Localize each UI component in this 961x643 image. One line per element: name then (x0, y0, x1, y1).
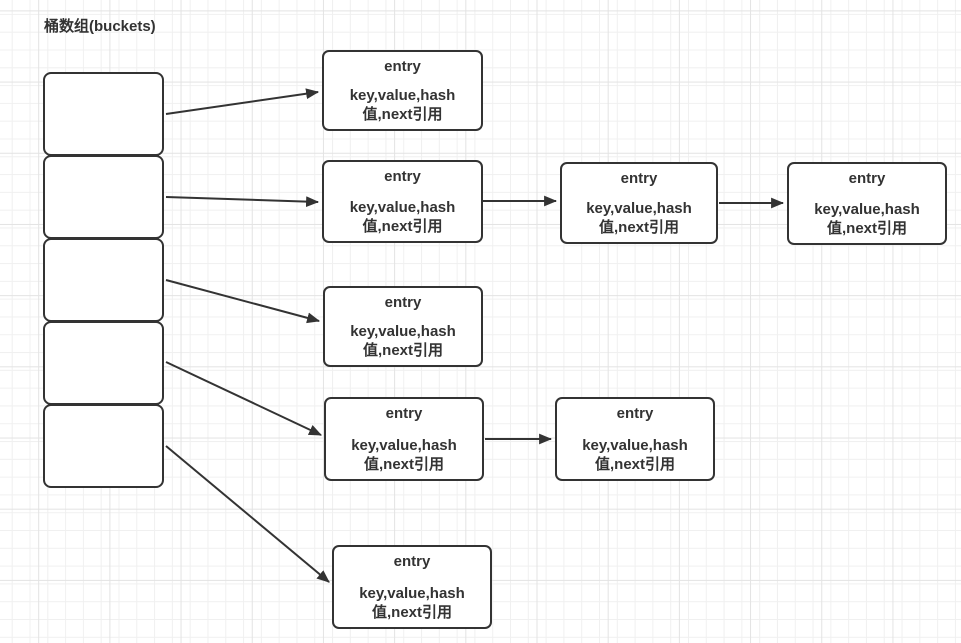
entry-body-line-1: key,value,hash (582, 437, 688, 454)
entry-body-line-1: key,value,hash (351, 437, 457, 454)
diagram-title: 桶数组(buckets) (44, 18, 156, 35)
entry-node-4-2: entry key,value,hash 值,next引用 (555, 397, 715, 481)
entry-body-line-2: 值,next引用 (362, 342, 443, 359)
entry-body-line-2: 值,next引用 (363, 456, 444, 473)
entry-body: key,value,hash 值,next引用 (350, 198, 456, 236)
entry-body: key,value,hash 值,next引用 (359, 584, 465, 622)
entry-title: entry (384, 58, 421, 75)
entry-node-2-3: entry key,value,hash 值,next引用 (787, 162, 947, 245)
entry-title: entry (616, 405, 654, 422)
entry-node-5-1: entry key,value,hash 值,next引用 (332, 545, 492, 629)
entry-body-line-2: 值,next引用 (362, 218, 443, 235)
entry-body-line-2: 值,next引用 (362, 106, 443, 123)
entry-body-line-2: 值,next引用 (371, 604, 452, 621)
bucket-cell-2 (43, 155, 164, 239)
entry-body: key,value,hash 值,next引用 (351, 436, 457, 474)
entry-body-line-1: key,value,hash (814, 201, 920, 218)
entry-node-4-1: entry key,value,hash 值,next引用 (324, 397, 484, 481)
entry-body-line-2: 值,next引用 (826, 220, 907, 237)
entry-body-line-1: key,value,hash (350, 323, 456, 340)
entry-node-3-1: entry key,value,hash 值,next引用 (323, 286, 483, 367)
entry-node-1-1: entry key,value,hash 值,next引用 (322, 50, 483, 131)
entry-body-line-1: key,value,hash (359, 585, 465, 602)
entry-body-line-2: 值,next引用 (598, 219, 679, 236)
entry-body-line-1: key,value,hash (586, 200, 692, 217)
entry-title: entry (620, 170, 658, 187)
entry-title: entry (385, 405, 423, 422)
entry-body-line-1: key,value,hash (349, 199, 456, 216)
bucket-cell-3 (43, 238, 164, 322)
entry-body-line-1: key,value,hash (349, 87, 456, 104)
entry-body-line-2: 值,next引用 (594, 456, 675, 473)
arrow-bucket2-to-entry (165, 196, 320, 208)
entry-body: key,value,hash 值,next引用 (814, 200, 920, 238)
entry-title: entry (848, 170, 886, 187)
entry-body: key,value,hash 值,next引用 (350, 322, 456, 360)
bucket-cell-1 (43, 72, 164, 156)
arrow-bucket3-to-entry (165, 279, 321, 324)
arrow-bucket4-to-entry (165, 361, 322, 436)
arrow-bucket1-to-entry (165, 88, 320, 115)
entry-body: key,value,hash 值,next引用 (350, 86, 456, 124)
bucket-cell-5 (43, 404, 164, 488)
entry-node-2-1: entry key,value,hash 值,next引用 (322, 160, 483, 243)
entry-body: key,value,hash 值,next引用 (586, 199, 692, 237)
entry-body: key,value,hash 值,next引用 (582, 436, 688, 474)
bucket-cell-4 (43, 321, 164, 405)
entry-title: entry (384, 294, 422, 311)
arrow-bucket5-to-entry (165, 445, 330, 583)
entry-node-2-2: entry key,value,hash 值,next引用 (560, 162, 718, 244)
entry-title: entry (393, 553, 431, 570)
entry-title: entry (384, 168, 421, 185)
